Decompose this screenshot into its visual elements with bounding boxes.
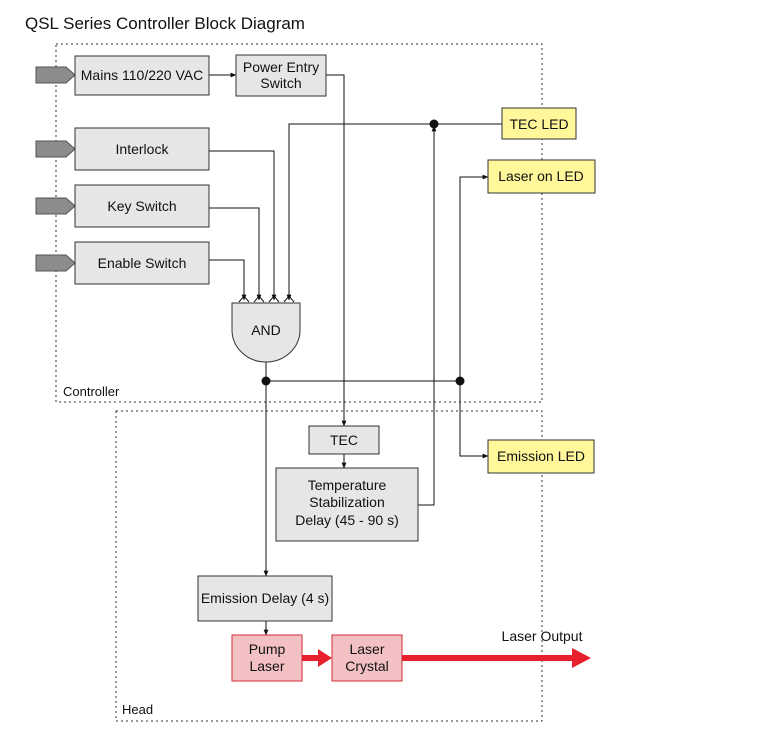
and-gate: AND [231,302,301,363]
tec-led: TEC LED [501,107,577,140]
junction-dot [261,376,271,386]
interlock-block: Interlock [74,127,210,171]
mains-label: Mains 110/220 VAC [81,67,203,83]
tec-label: TEC [330,432,358,448]
interlock-connector [35,140,76,158]
head-region-label: Head [122,702,153,717]
emission-delay-block: Emission Delay (4 s) [197,575,333,622]
pump-laser-line2: Laser [249,658,284,674]
and-gate-label: AND [251,322,281,338]
pump-laser-line1: Pump [249,641,286,657]
and-input-chevrons [238,295,295,303]
tec-block: TEC [308,425,380,455]
enable-switch-connector [35,254,76,272]
key-switch-block: Key Switch [74,184,210,228]
junction-dot [429,119,439,129]
laser-crystal-block: Laser Crystal [331,634,403,682]
temp-stab-line2: Stabilization [309,494,385,510]
input-connectors [35,66,76,272]
junction-dot [455,376,465,386]
diagram-title: QSL Series Controller Block Diagram [25,14,305,33]
mains-connector [35,66,76,84]
emission-led: Emission LED [487,439,595,474]
laser-crystal-line2: Crystal [345,658,389,674]
pump-to-crystal-beam [302,649,332,667]
pump-laser-block: Pump Laser [231,634,303,682]
temp-stab-line3: Delay (45 - 90 s) [295,512,398,528]
temp-stab-line1: Temperature [308,477,387,493]
emission-led-label: Emission LED [497,448,585,464]
mains-block: Mains 110/220 VAC [74,55,210,96]
power-entry-switch-block: Power Entry Switch [235,54,327,97]
emission-delay-label: Emission Delay (4 s) [201,590,329,606]
controller-region-label: Controller [63,384,120,399]
interlock-label: Interlock [116,141,170,157]
enable-switch-block: Enable Switch [74,241,210,285]
laser-on-led: Laser on LED [487,159,596,194]
laser-crystal-line1: Laser [349,641,384,657]
wires [209,72,502,636]
tec-led-label: TEC LED [509,116,568,132]
controller-region [55,43,543,403]
power-entry-label-line2: Switch [260,75,301,91]
key-switch-connector [35,197,76,215]
laser-on-led-label: Laser on LED [498,168,584,184]
key-switch-label: Key Switch [107,198,176,214]
temperature-stabilization-block: Temperature Stabilization Delay (45 - 90… [275,467,419,542]
laser-output-arrow [402,648,591,668]
power-entry-label-line1: Power Entry [243,59,319,75]
enable-switch-label: Enable Switch [98,255,187,271]
head-region [115,410,543,722]
laser-output-label: Laser Output [502,628,583,644]
